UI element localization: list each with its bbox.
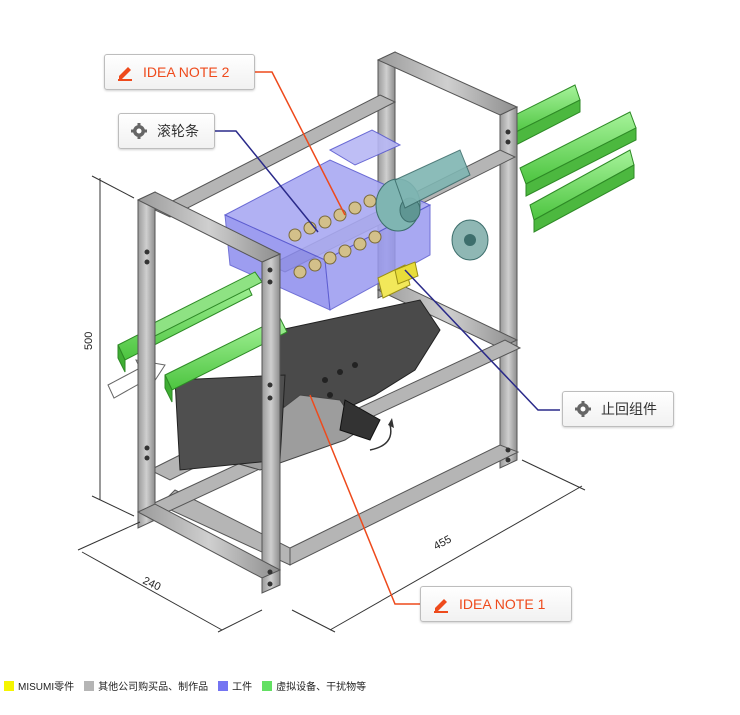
- legend: MISUMI零件 其他公司购买品、制作品 工件 虚拟设备、干扰物等: [4, 678, 376, 693]
- dimension-length-label: 455: [432, 533, 454, 552]
- dimension-lines: [77, 175, 586, 633]
- dimension-height-label: 500: [83, 332, 95, 350]
- stopper-part: [377, 261, 419, 299]
- legend-item-virtual: 虚拟设备、干扰物等: [262, 678, 366, 693]
- legend-swatch-purchased: [84, 680, 95, 691]
- stopper-assembly-label: 止回组件: [601, 401, 657, 417]
- legend-label-misumi: MISUMI零件: [18, 682, 75, 693]
- bolts: [144, 129, 511, 587]
- legend-label-workpiece: 工件: [232, 682, 253, 693]
- legend-swatch-virtual: [262, 680, 273, 691]
- legend-item-purchased: 其他公司购买品、制作品: [84, 678, 208, 693]
- idea-note-1-button[interactable]: IDEA NOTE 1: [420, 586, 572, 622]
- pencil-icon: [115, 62, 135, 82]
- stopper-assembly-button[interactable]: 止回组件: [562, 391, 674, 427]
- rotating-plate: [174, 299, 441, 471]
- pencil-icon: [431, 594, 451, 614]
- frame-front: [136, 191, 282, 594]
- legend-swatch-workpiece: [218, 680, 229, 691]
- roller-chain-button[interactable]: 滚轮条: [118, 113, 215, 149]
- idea-note-2-button[interactable]: IDEA NOTE 2: [104, 54, 255, 90]
- gear-icon: [573, 399, 593, 419]
- legend-swatch-misumi: [4, 680, 14, 691]
- gear-icon: [129, 121, 149, 141]
- roller-chain-label: 滚轮条: [157, 123, 199, 139]
- idea-note-2-label: IDEA NOTE 2: [143, 64, 230, 80]
- motor-pulley: [375, 149, 489, 261]
- dimension-depth-label: 240: [141, 575, 163, 594]
- green-rail-back: [504, 84, 637, 233]
- legend-label-virtual: 虚拟设备、干扰物等: [276, 682, 367, 693]
- roller-chain: [288, 194, 382, 279]
- idea-note-1-label: IDEA NOTE 1: [459, 596, 546, 612]
- legend-item-misumi: MISUMI零件: [4, 678, 74, 693]
- legend-label-purchased: 其他公司购买品、制作品: [98, 682, 209, 693]
- feed-arrow-icon: [107, 359, 166, 399]
- legend-item-workpiece: 工件: [218, 678, 252, 693]
- leader-lines: [215, 71, 560, 605]
